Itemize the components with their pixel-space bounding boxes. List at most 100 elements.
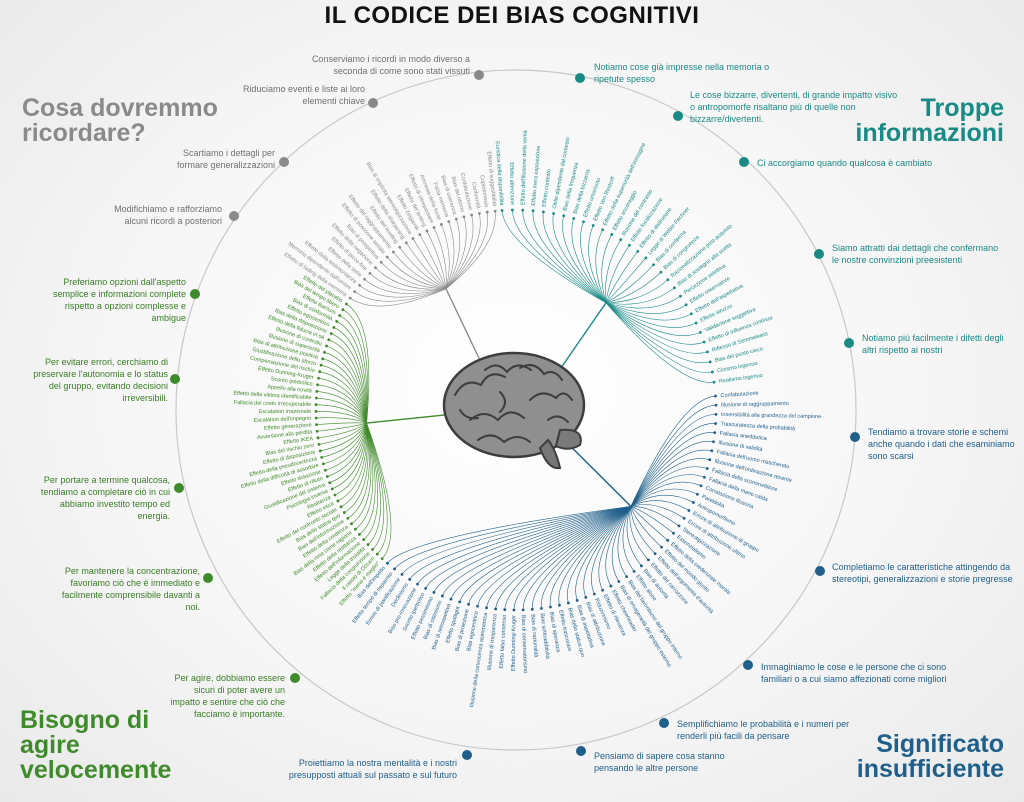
branch-line [425, 506, 631, 589]
branch-line [605, 302, 687, 314]
branch-line [318, 377, 367, 424]
branch-line [342, 309, 369, 424]
branch-leaf [348, 296, 352, 300]
heading-meaning-1: Tendiamo a trovare storie e schemi anche… [868, 427, 1015, 461]
branch-line [562, 215, 607, 303]
branch-leaf [592, 592, 596, 596]
bias-label: Effetto IKEA [283, 436, 314, 446]
branch-line [605, 302, 705, 345]
branch-line [575, 506, 632, 601]
branch-leaf [323, 468, 327, 472]
heading-meaning-2: Completiamo le caratteristiche attingend… [832, 562, 1013, 584]
branch-line [630, 395, 716, 507]
bias-label: Realismo ingenuo [719, 373, 763, 385]
branch-line [321, 422, 367, 458]
branch-line [630, 504, 685, 519]
branch-leaf [467, 602, 470, 606]
branch-line [629, 506, 649, 561]
branch-leaf [386, 561, 389, 565]
branch-leaf [404, 241, 408, 245]
bias-label: Bias sottoadditività [539, 613, 551, 660]
heading-info-2: Le cose bizzarre, divertenti, di grande … [690, 90, 898, 124]
corner-title-memory: Cosa dovremmo ricordare? [22, 96, 218, 146]
branch-leaf [652, 263, 655, 267]
branch-line [328, 339, 367, 424]
branch-leaf [454, 217, 458, 221]
branch-leaf [424, 587, 428, 590]
branch-leaf [425, 229, 429, 233]
bias-label: Illusione di trasparenza [487, 613, 499, 671]
branch-line [442, 506, 631, 597]
heading-info-3: Ci accorgiamo quando qualcosa è cambiato [757, 158, 933, 168]
branch-leaf [485, 606, 488, 610]
branch-leaf [344, 302, 348, 306]
branch-line [433, 227, 447, 289]
branch-leaf [339, 505, 343, 509]
heading-dot [462, 750, 472, 760]
branch-leaf [584, 596, 588, 599]
heading-meaning-5: Pensiamo di sapere cosa stanno pensando … [594, 751, 725, 773]
branch-leaf [705, 467, 709, 470]
branch-leaf [691, 501, 695, 504]
branch-leaf [708, 458, 712, 462]
branch-line [324, 352, 367, 424]
heading-dot [203, 573, 213, 583]
branch-line [601, 234, 613, 303]
branch-leaf [485, 210, 489, 214]
bias-label: Illusione di raggruppamento [721, 401, 789, 409]
heading-info-4: Siamo attratti dai dettagli che conferma… [832, 243, 999, 265]
bias-label: Effetto di suggestibilità [485, 151, 497, 207]
branch-leaf [677, 524, 681, 528]
branch-line [567, 506, 632, 604]
branch-leaf [315, 423, 318, 427]
branch-leaf [699, 484, 703, 488]
branch-leaf [552, 212, 555, 215]
branch-line [588, 225, 607, 303]
branch-line [331, 333, 367, 424]
branch-line [316, 411, 367, 424]
branch-line [364, 279, 447, 294]
branch-leaf [575, 599, 579, 602]
branch-line [366, 422, 388, 555]
branch-line [630, 404, 716, 507]
branch-leaf [320, 456, 324, 459]
branch-leaf [694, 321, 698, 325]
heading-dot [474, 70, 484, 80]
branch-leaf [684, 303, 688, 307]
branch-leaf [362, 538, 366, 541]
bias-label: Effetto mera esposizione [531, 145, 542, 206]
branch-line [630, 494, 694, 507]
branch-leaf [371, 548, 374, 551]
heading-meaning-3: Immaginiamo le cose e le persone che ci … [761, 662, 947, 684]
branch-leaf [353, 290, 357, 294]
branch-leaf [687, 509, 691, 512]
branch-leaf [314, 409, 318, 413]
branch-leaf [708, 360, 712, 364]
branch-line [605, 251, 639, 303]
bias-label: Effetto falso consenso [499, 615, 508, 669]
branch-line [450, 506, 632, 600]
branch-line [316, 397, 367, 424]
heading-dot [174, 483, 184, 493]
branch-leaf [332, 326, 336, 329]
bias-label: Escalation irrazionale [259, 409, 311, 415]
branch-trunk [366, 414, 447, 424]
branch-line [571, 218, 607, 303]
branch-leaf [660, 545, 663, 549]
branch-leaf [333, 493, 337, 497]
heading-act-4: Per mantenere la concentrazione, favoria… [61, 566, 200, 612]
branch-leaf [549, 605, 552, 609]
branch-line [605, 257, 647, 303]
branch-leaf [539, 606, 543, 610]
heading-act-2: Per evitare errori, cerchiamo di preserv… [33, 357, 168, 403]
branch-line [351, 423, 372, 525]
branch-leaf [476, 604, 479, 608]
branch-leaf [714, 422, 717, 425]
branch-leaf [636, 249, 640, 253]
branch-line [326, 345, 367, 424]
branch-leaf [411, 237, 415, 240]
branch-line [605, 279, 669, 304]
corner-line: Significato [876, 730, 1004, 758]
branch-leaf [591, 224, 595, 227]
branch-line [630, 449, 712, 507]
